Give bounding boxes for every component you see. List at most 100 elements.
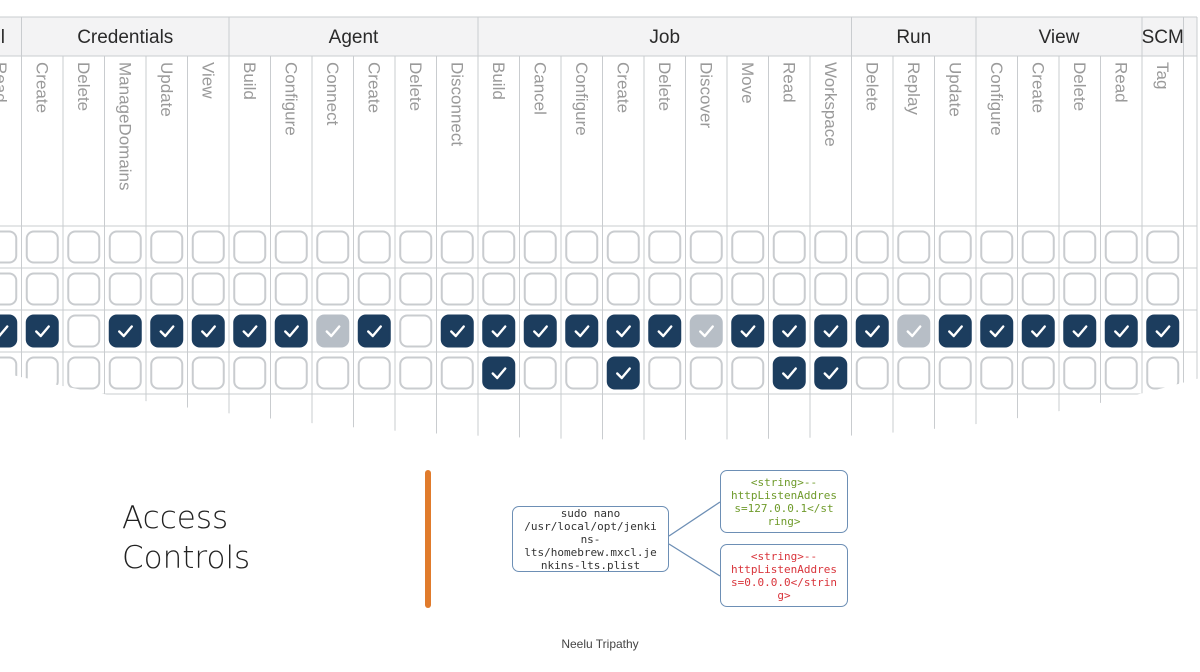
permission-checkbox[interactable]	[855, 230, 889, 264]
permission-checkbox[interactable]	[233, 272, 267, 306]
permission-checkbox[interactable]	[191, 314, 225, 348]
permission-checkbox[interactable]	[25, 314, 59, 348]
permission-checkbox[interactable]	[1146, 230, 1180, 264]
permission-checkbox[interactable]	[191, 356, 225, 390]
permission-checkbox[interactable]	[689, 230, 723, 264]
permission-checkbox[interactable]	[523, 272, 557, 306]
permission-checkbox[interactable]	[108, 356, 142, 390]
permission-checkbox[interactable]	[440, 272, 474, 306]
permission-checkbox[interactable]	[980, 272, 1014, 306]
permission-checkbox[interactable]	[357, 272, 391, 306]
permission-checkbox[interactable]	[689, 272, 723, 306]
permission-checkbox[interactable]	[399, 356, 433, 390]
permission-checkbox[interactable]	[897, 272, 931, 306]
permission-checkbox[interactable]	[523, 356, 557, 390]
permission-checkbox[interactable]	[772, 356, 806, 390]
permission-checkbox[interactable]	[606, 314, 640, 348]
permission-checkbox[interactable]	[523, 314, 557, 348]
permission-checkbox[interactable]	[150, 356, 184, 390]
permission-checkbox[interactable]	[67, 356, 101, 390]
permission-checkbox[interactable]	[814, 272, 848, 306]
permission-checkbox[interactable]	[606, 272, 640, 306]
permission-checkbox[interactable]	[814, 314, 848, 348]
permission-checkbox[interactable]	[316, 272, 350, 306]
permission-checkbox[interactable]	[1021, 230, 1055, 264]
permission-checkbox[interactable]	[938, 230, 972, 264]
permission-checkbox[interactable]	[1021, 356, 1055, 390]
permission-checkbox[interactable]	[897, 314, 931, 348]
permission-checkbox[interactable]	[25, 356, 59, 390]
permission-checkbox[interactable]	[25, 272, 59, 306]
permission-checkbox[interactable]	[0, 356, 18, 390]
permission-checkbox[interactable]	[233, 356, 267, 390]
permission-checkbox[interactable]	[855, 272, 889, 306]
permission-checkbox[interactable]	[648, 230, 682, 264]
permission-checkbox[interactable]	[938, 314, 972, 348]
permission-checkbox[interactable]	[150, 314, 184, 348]
permission-checkbox[interactable]	[357, 230, 391, 264]
permission-checkbox[interactable]	[648, 272, 682, 306]
permission-checkbox[interactable]	[316, 356, 350, 390]
permission-checkbox[interactable]	[482, 230, 516, 264]
permission-checkbox[interactable]	[980, 230, 1014, 264]
permission-checkbox[interactable]	[980, 356, 1014, 390]
permission-checkbox[interactable]	[108, 230, 142, 264]
permission-checkbox[interactable]	[689, 314, 723, 348]
permission-checkbox[interactable]	[1104, 230, 1138, 264]
permission-checkbox[interactable]	[25, 230, 59, 264]
permission-checkbox[interactable]	[938, 356, 972, 390]
permission-checkbox[interactable]	[316, 314, 350, 348]
permission-checkbox[interactable]	[233, 314, 267, 348]
permission-checkbox[interactable]	[274, 314, 308, 348]
permission-checkbox[interactable]	[440, 356, 474, 390]
permission-checkbox[interactable]	[855, 314, 889, 348]
permission-checkbox[interactable]	[233, 230, 267, 264]
permission-checkbox[interactable]	[316, 230, 350, 264]
permission-checkbox[interactable]	[0, 314, 18, 348]
permission-checkbox[interactable]	[482, 314, 516, 348]
permission-checkbox[interactable]	[523, 230, 557, 264]
permission-checkbox[interactable]	[814, 230, 848, 264]
permission-checkbox[interactable]	[1104, 272, 1138, 306]
permission-checkbox[interactable]	[772, 272, 806, 306]
permission-checkbox[interactable]	[399, 230, 433, 264]
permission-checkbox[interactable]	[1146, 272, 1180, 306]
permission-checkbox[interactable]	[565, 314, 599, 348]
permission-checkbox[interactable]	[150, 272, 184, 306]
permission-checkbox[interactable]	[689, 356, 723, 390]
permission-checkbox[interactable]	[191, 272, 225, 306]
permission-checkbox[interactable]	[897, 230, 931, 264]
permission-checkbox[interactable]	[731, 272, 765, 306]
permission-checkbox[interactable]	[648, 314, 682, 348]
permission-checkbox[interactable]	[0, 272, 18, 306]
permission-checkbox[interactable]	[357, 314, 391, 348]
permission-checkbox[interactable]	[731, 356, 765, 390]
permission-checkbox[interactable]	[814, 356, 848, 390]
permission-checkbox[interactable]	[1021, 272, 1055, 306]
permission-checkbox[interactable]	[1146, 356, 1180, 390]
permission-checkbox[interactable]	[399, 272, 433, 306]
permission-checkbox[interactable]	[1063, 356, 1097, 390]
permission-checkbox[interactable]	[565, 356, 599, 390]
permission-checkbox[interactable]	[731, 230, 765, 264]
permission-checkbox[interactable]	[1063, 314, 1097, 348]
permission-checkbox[interactable]	[565, 230, 599, 264]
permission-checkbox[interactable]	[1021, 314, 1055, 348]
permission-checkbox[interactable]	[482, 272, 516, 306]
permission-checkbox[interactable]	[1104, 314, 1138, 348]
permission-checkbox[interactable]	[648, 356, 682, 390]
permission-checkbox[interactable]	[1063, 230, 1097, 264]
permission-checkbox[interactable]	[938, 272, 972, 306]
permission-checkbox[interactable]	[274, 356, 308, 390]
permission-checkbox[interactable]	[897, 356, 931, 390]
permission-checkbox[interactable]	[274, 272, 308, 306]
permission-checkbox[interactable]	[440, 314, 474, 348]
permission-checkbox[interactable]	[150, 230, 184, 264]
permission-checkbox[interactable]	[440, 230, 474, 264]
permission-checkbox[interactable]	[1063, 272, 1097, 306]
permission-checkbox[interactable]	[772, 314, 806, 348]
permission-checkbox[interactable]	[482, 356, 516, 390]
permission-checkbox[interactable]	[108, 272, 142, 306]
permission-checkbox[interactable]	[0, 230, 18, 264]
permission-checkbox[interactable]	[606, 356, 640, 390]
